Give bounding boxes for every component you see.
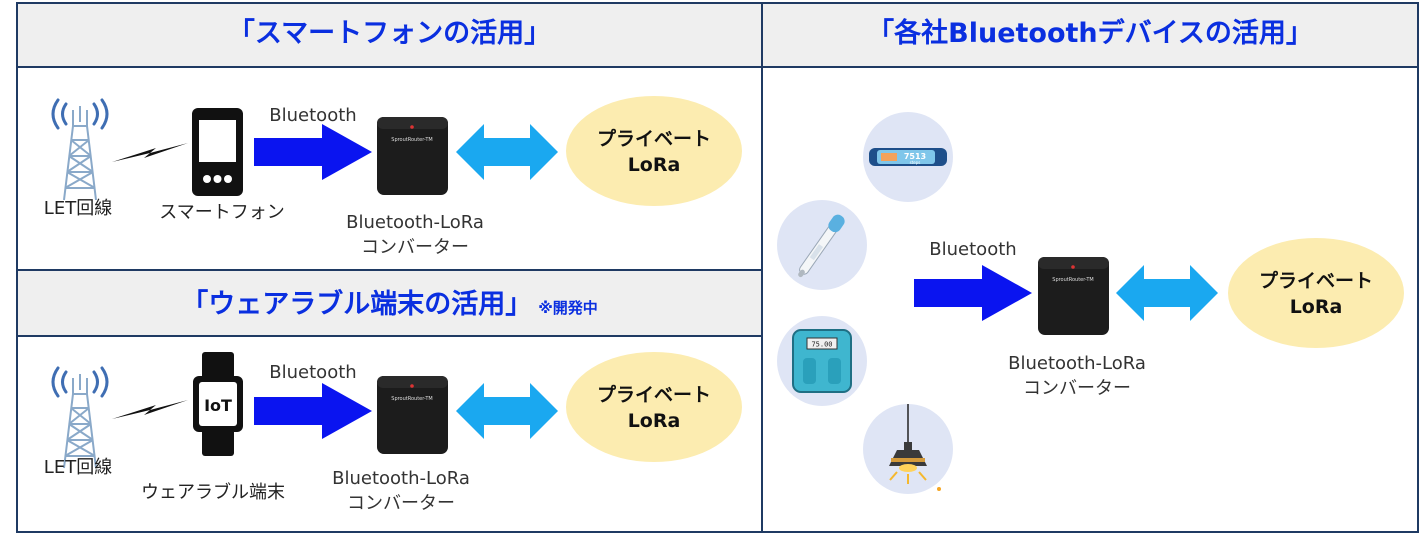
wearable-section-title: 「ウェアラブル端末の活用」	[181, 289, 533, 320]
band-reading: 7513	[904, 152, 926, 161]
devices-section-header: 「各社Bluetoothデバイスの活用」	[763, 4, 1417, 68]
private-lora-bubble: プライベート LoRa	[566, 352, 742, 462]
smartphone-section-header: 「スマートフォンの活用」	[18, 4, 761, 68]
private-lora-line1: プライベート	[596, 384, 711, 406]
bluetooth-label: Bluetooth	[269, 362, 357, 383]
wearable-section-header: 「ウェアラブル端末の活用」 ※開発中	[18, 271, 761, 337]
converter-label-line2: コンバーター	[347, 493, 455, 514]
bathroom-scale-icon: 75.00	[792, 329, 852, 393]
smartphone-section-title: 「スマートフォンの活用」	[227, 18, 552, 49]
wireless-bolt-icon	[110, 138, 190, 168]
devices-section-title: 「各社Bluetoothデバイスの活用」	[867, 18, 1313, 49]
bluetooth-arrow-icon	[914, 265, 1032, 321]
lte-tower-icon	[40, 92, 120, 202]
indicator-dot	[937, 487, 941, 491]
private-lora-bubble: プライベート LoRa	[1228, 238, 1404, 348]
converter-label: Bluetooth-LoRa コンバーター	[982, 351, 1172, 401]
bluetooth-arrow-icon	[254, 124, 372, 180]
smartphone-icon	[192, 108, 243, 196]
smartwatch-icon	[193, 352, 243, 456]
private-lora-line1: プライベート	[596, 128, 711, 150]
converter-label-line2: コンバーター	[1023, 378, 1131, 399]
converter-label: Bluetooth-LoRa コンバーター	[306, 466, 496, 516]
private-lora-line1: プライベート	[1258, 270, 1373, 292]
smartphone-label: スマートフォン	[159, 202, 285, 223]
converter-device-icon	[375, 113, 450, 198]
converter-label-line1: Bluetooth-LoRa	[1008, 353, 1146, 374]
lte-label: LET回線	[43, 457, 113, 478]
diagram-frame	[16, 2, 1419, 533]
converter-label-line1: Bluetooth-LoRa	[346, 212, 484, 233]
converter-label: Bluetooth-LoRa コンバーター	[320, 210, 510, 260]
bluetooth-label: Bluetooth	[269, 105, 357, 126]
converter-device-icon	[375, 372, 450, 457]
pendant-lamp-icon	[889, 404, 927, 484]
private-lora-line2: LoRa	[627, 154, 681, 176]
wearable-label: ウェアラブル端末	[141, 482, 285, 503]
private-lora-bubble: プライベート LoRa	[566, 96, 742, 206]
thermometer-icon	[798, 214, 845, 278]
converter-label-line1: Bluetooth-LoRa	[332, 468, 470, 489]
two-way-arrow-icon	[456, 124, 558, 180]
scale-reading: 75.00	[811, 341, 832, 349]
band-unit: steps	[910, 160, 921, 165]
two-way-arrow-icon	[456, 383, 558, 439]
lte-label: LET回線	[43, 198, 113, 219]
converter-label-line2: コンバーター	[361, 237, 469, 258]
wireless-bolt-icon	[110, 395, 190, 425]
lte-tower-icon	[40, 360, 120, 470]
column-divider	[761, 2, 763, 533]
two-way-arrow-icon	[1116, 265, 1218, 321]
iot-label: IoT	[204, 396, 232, 415]
converter-device-icon	[1036, 253, 1111, 338]
row-divider	[16, 269, 762, 271]
bluetooth-arrow-icon	[254, 383, 372, 439]
private-lora-line2: LoRa	[1289, 296, 1343, 318]
private-lora-line2: LoRa	[627, 410, 681, 432]
development-note: ※開発中	[538, 299, 598, 317]
fitness-band-icon: 7513 steps	[869, 148, 947, 166]
bluetooth-label: Bluetooth	[929, 239, 1017, 260]
